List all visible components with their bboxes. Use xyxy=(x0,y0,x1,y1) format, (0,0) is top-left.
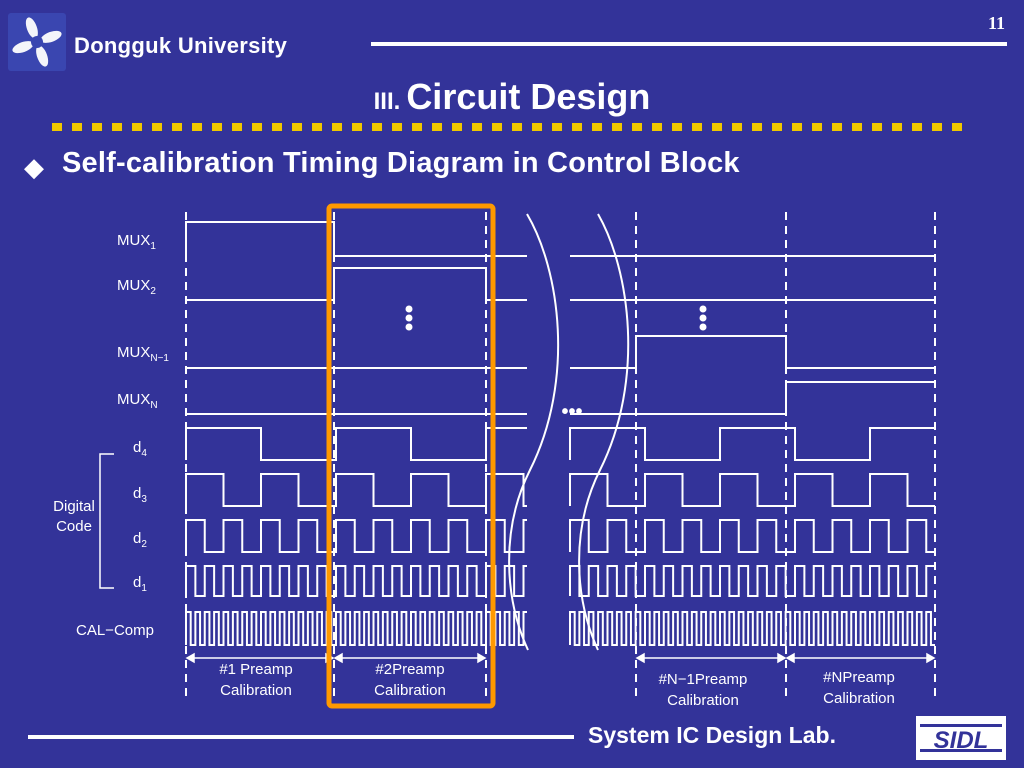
phase-1-line2: Calibration xyxy=(220,682,292,699)
phase-arrow-head-left-3 xyxy=(635,652,645,664)
dotted-divider xyxy=(52,123,968,131)
label-mux-n-minus-1: MUXN−1 xyxy=(117,344,169,364)
label-digital: Digital xyxy=(53,498,95,515)
sidl-logo-text: SIDL xyxy=(934,727,989,754)
phase-arrow-head-right-4 xyxy=(926,652,936,664)
wave-d1 xyxy=(185,565,935,597)
wave-mux1 xyxy=(185,221,935,257)
diamond-bullet-icon: ◆ xyxy=(24,152,44,182)
highlight-box xyxy=(326,203,496,709)
label-d2: d2 xyxy=(133,530,147,550)
wave-cal-comp xyxy=(185,611,935,646)
phase-arrow-head-right-2 xyxy=(477,652,487,664)
label-mux1: MUX1 xyxy=(117,232,156,252)
phase-n-minus-1-line2: Calibration xyxy=(667,692,739,709)
university-name: Dongguk University xyxy=(74,33,288,58)
page-number: 11 xyxy=(988,13,1006,33)
phase-n-line1: #NPreamp xyxy=(823,669,895,686)
wave-d2 xyxy=(185,519,935,553)
university-logo xyxy=(8,13,66,71)
title-number: III. xyxy=(373,88,401,115)
digital-code-bracket xyxy=(99,453,114,589)
wave-mux2 xyxy=(186,267,935,301)
break-curve-right xyxy=(578,213,630,651)
lab-name: System IC Design Lab. xyxy=(588,722,836,748)
phase-arrow-head-left-1 xyxy=(185,652,195,664)
phase-2-line2: Calibration xyxy=(374,682,446,699)
title-text: Circuit Design xyxy=(406,76,651,117)
phase-arrow-head-right-3 xyxy=(777,652,787,664)
vertical-ellipsis-1 xyxy=(405,305,413,331)
wave-mux-n-minus-1 xyxy=(186,335,935,369)
slide-title: III.Circuit Design xyxy=(0,76,1024,118)
label-cal-comp: CAL−Comp xyxy=(76,622,154,639)
section-subtitle: Self-calibration Timing Diagram in Contr… xyxy=(62,147,740,179)
label-code: Code xyxy=(56,518,92,535)
sidl-logo: SIDL xyxy=(916,716,1006,760)
label-mux-n: MUXN xyxy=(117,391,158,411)
label-d3: d3 xyxy=(133,485,147,505)
phase-n-minus-1-line1: #N−1Preamp xyxy=(659,671,748,688)
break-curve-left xyxy=(508,213,560,651)
diagram-ellipsis: ••• xyxy=(561,401,582,423)
label-mux2: MUX2 xyxy=(117,277,156,297)
label-d4: d4 xyxy=(133,439,147,459)
label-d1: d1 xyxy=(133,574,147,594)
phase-1-line1: #1 Preamp xyxy=(219,661,292,678)
wave-d4 xyxy=(185,427,935,461)
phase-arrow-head-left-4 xyxy=(785,652,795,664)
header-rule xyxy=(371,42,1007,46)
vertical-ellipsis-2 xyxy=(699,305,707,331)
footer-rule xyxy=(28,735,574,739)
phase-2-line1: #2Preamp xyxy=(375,661,444,678)
wave-d3 xyxy=(185,473,935,507)
phase-n-line2: Calibration xyxy=(823,690,895,707)
phase-arrow-head-left-2 xyxy=(333,652,343,664)
